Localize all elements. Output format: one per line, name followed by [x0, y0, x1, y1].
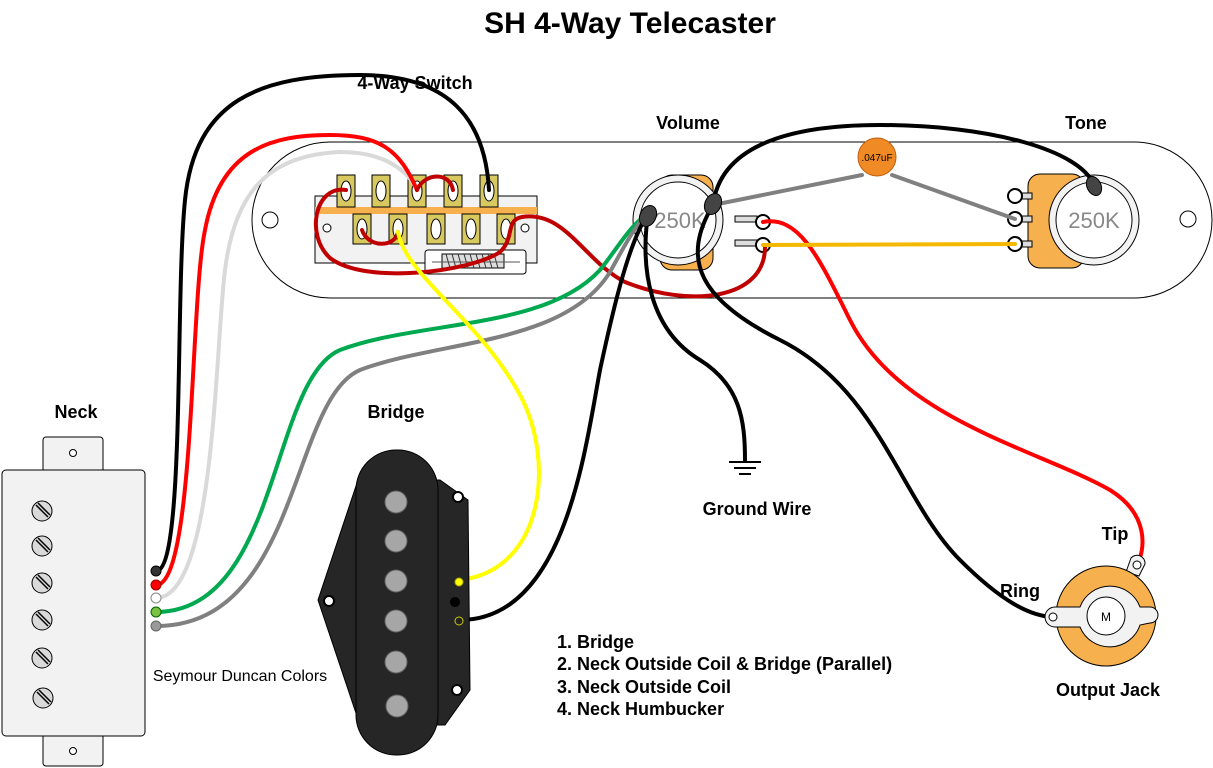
- label-tip: Tip: [1102, 524, 1129, 544]
- wire-ring: [695, 203, 1057, 619]
- label-ring: Ring: [1000, 581, 1040, 601]
- position-item: 1. Bridge: [557, 632, 634, 652]
- wire-tip: [761, 219, 1145, 567]
- wires: [155, 72, 1145, 628]
- tone-capacitor: .047uF: [857, 137, 897, 177]
- output-jack[interactable]: M: [1044, 554, 1159, 667]
- switch-positions-list: 1. Bridge 2. Neck Outside Coil & Bridge …: [557, 632, 892, 719]
- wire-black-bridge: [458, 212, 650, 622]
- label-neck: Neck: [54, 402, 98, 422]
- bridge-pickup: [317, 449, 471, 756]
- tone-pot[interactable]: 250K: [1007, 173, 1140, 269]
- ground-icon: [729, 461, 761, 475]
- label-volume: Volume: [656, 113, 720, 133]
- label-colors-note: Seymour Duncan Colors: [153, 668, 327, 685]
- position-item: 4. Neck Humbucker: [557, 699, 724, 719]
- wire-jumper-top: [415, 174, 455, 192]
- wire-vol-tone-ground: [711, 122, 1096, 207]
- wire-white-neck: [155, 149, 419, 600]
- wire-ground: [643, 212, 747, 462]
- wire-black-neck: [155, 72, 491, 573]
- jack-mark: M: [1101, 610, 1111, 624]
- label-bridge: Bridge: [367, 402, 424, 422]
- volume-pot[interactable]: 250K: [632, 174, 771, 271]
- label-tone: Tone: [1065, 113, 1107, 133]
- wire-red-neck: [155, 132, 419, 587]
- neck-pickup: [1, 436, 162, 767]
- wire-yellow-bridge: [396, 230, 541, 582]
- wire-gray-neck: [155, 212, 650, 628]
- wire-switch-loop: [313, 187, 767, 299]
- wire-cap-gray: [711, 173, 1017, 221]
- wire-jumper-bottom: [360, 228, 400, 246]
- diagram-title: SH 4-Way Telecaster: [484, 7, 776, 40]
- wire-green-neck: [155, 212, 650, 614]
- capacitor-value: .047uF: [861, 153, 892, 164]
- wire-vol-tone: [761, 242, 1017, 247]
- label-output-jack: Output Jack: [1056, 680, 1161, 700]
- position-item: 3. Neck Outside Coil: [557, 677, 731, 697]
- label-ground: Ground Wire: [703, 499, 812, 519]
- label-switch: 4-Way Switch: [357, 73, 472, 93]
- position-item: 2. Neck Outside Coil & Bridge (Parallel): [557, 654, 892, 674]
- tone-value: 250K: [1068, 208, 1120, 233]
- volume-value: 250K: [654, 208, 706, 233]
